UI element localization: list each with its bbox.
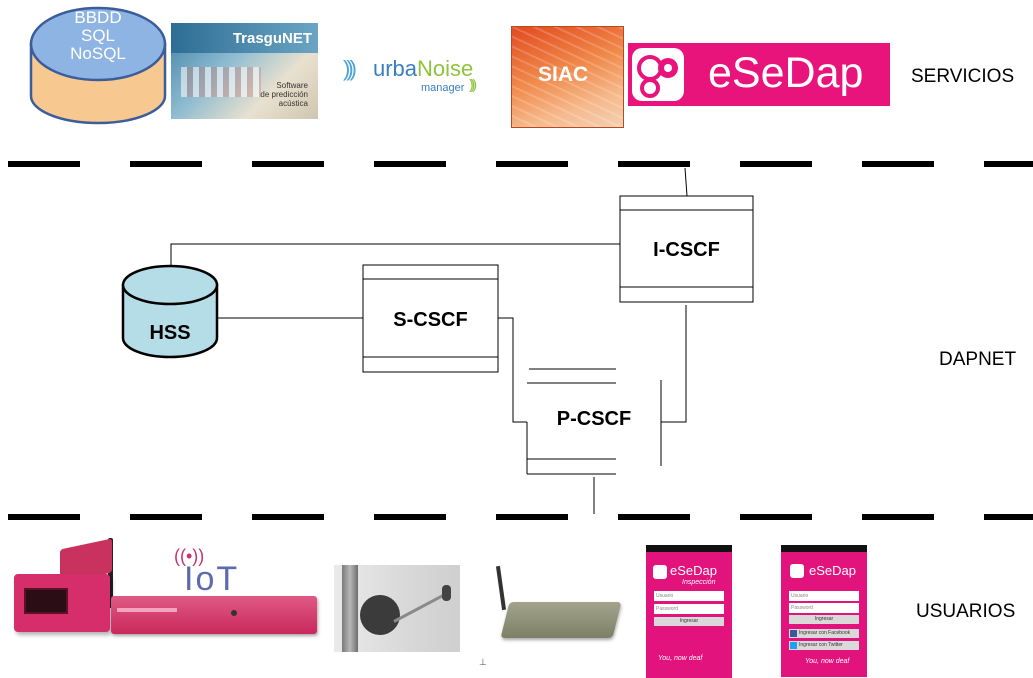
icscf-label: I-CSCF (653, 239, 720, 261)
phone1-user-field[interactable]: Usuario (654, 591, 724, 601)
trasgunet-logo: TrasguNET Software de predicción acústic… (171, 23, 318, 119)
database-cylinder: BBDD SQL NoSQL (28, 4, 168, 126)
phone2-facebook-button[interactable]: Ingresar con Facebook (789, 629, 859, 638)
phone2-twitter-label: Ingresar con Twitter (799, 642, 843, 648)
phone2-logo-icon (790, 564, 804, 578)
layer-label-users: USUARIOS (916, 601, 1016, 622)
antenna-icon (108, 538, 113, 608)
phone1-brand: eSeDap (670, 563, 717, 578)
trasgunet-sub-1: Software (276, 81, 308, 90)
iot-text: IoT (184, 560, 240, 598)
trasgunet-sub-3: acústica (278, 99, 308, 108)
pcscf-label: P-CSCF (556, 408, 632, 430)
database-cylinder-shape (29, 6, 167, 125)
trasgunet-sub-2: de predicción (260, 90, 308, 99)
phone1-password-field[interactable]: Password (654, 604, 724, 614)
urbanoise-logo: ))) urbaNoise manager ))) (343, 52, 503, 102)
scscf-box (362, 264, 499, 373)
phone1-logo-icon (653, 565, 667, 579)
pcscf-box (526, 368, 662, 475)
phone2-user-field[interactable]: Usuario (789, 591, 859, 601)
phone2-facebook-label: Ingresar con Facebook (799, 630, 851, 636)
layer-label-services: SERVICIOS (911, 66, 1015, 87)
urbanoise-text-a: urba (373, 56, 418, 81)
phone1-login-button[interactable]: Ingresar (654, 617, 724, 626)
sensor-device-pink (12, 538, 120, 638)
phone2-password-field[interactable]: Password (789, 603, 859, 613)
box-sensor (493, 565, 623, 642)
facebook-icon (790, 630, 797, 637)
siac-title: SIAC (538, 63, 589, 86)
esedap-icon (632, 48, 684, 101)
layer-label-network: DAPNET (939, 349, 1017, 370)
siac-logo: SIAC (511, 26, 624, 128)
hss-label: HSS (149, 322, 191, 344)
urbanoise-waves-right-icon: ))) (469, 76, 477, 92)
scscf-label: S-CSCF (393, 309, 468, 331)
database-label-2: SQL (80, 26, 116, 45)
phone2-twitter-button[interactable]: Ingresar con Twitter (789, 641, 859, 650)
database-label-3: NoSQL (70, 44, 126, 63)
phone2-brand: eSeDap (809, 563, 856, 578)
urbanoise-sub: manager (421, 82, 465, 94)
phone1-tagline: You, now deaf (658, 655, 703, 662)
twitter-icon (790, 642, 797, 649)
phone-screen-2: eSeDap Usuario Password Ingresar Ingresa… (781, 545, 867, 677)
rack-unit (111, 596, 317, 634)
iot-logo: ((•)) IoT (170, 546, 256, 598)
phone1-subtitle: Inspección (682, 579, 716, 586)
phone2-tagline: You, now deaf (805, 658, 850, 665)
trasgunet-title: TrasguNET (232, 30, 312, 47)
urbanoise-text-b: Noise (417, 56, 474, 81)
box-antenna-icon (495, 565, 507, 611)
small-mark: ⊥ (479, 657, 487, 667)
icscf-box (619, 195, 754, 303)
esedap-title: eSeDap (708, 49, 864, 97)
connectors (170, 167, 688, 514)
esedap-logo: eSeDap (628, 43, 890, 106)
phone2-login-button[interactable]: Ingresar (789, 615, 859, 624)
sensor-display (24, 588, 68, 614)
iot-waves-icon: ((•)) (174, 546, 205, 566)
pole-sensor-photo (334, 565, 460, 652)
phone-screen-1: eSeDap Inspección Usuario Password Ingre… (646, 545, 732, 678)
database-label-1: BBDD (74, 8, 122, 27)
hss-cylinder (121, 264, 219, 359)
